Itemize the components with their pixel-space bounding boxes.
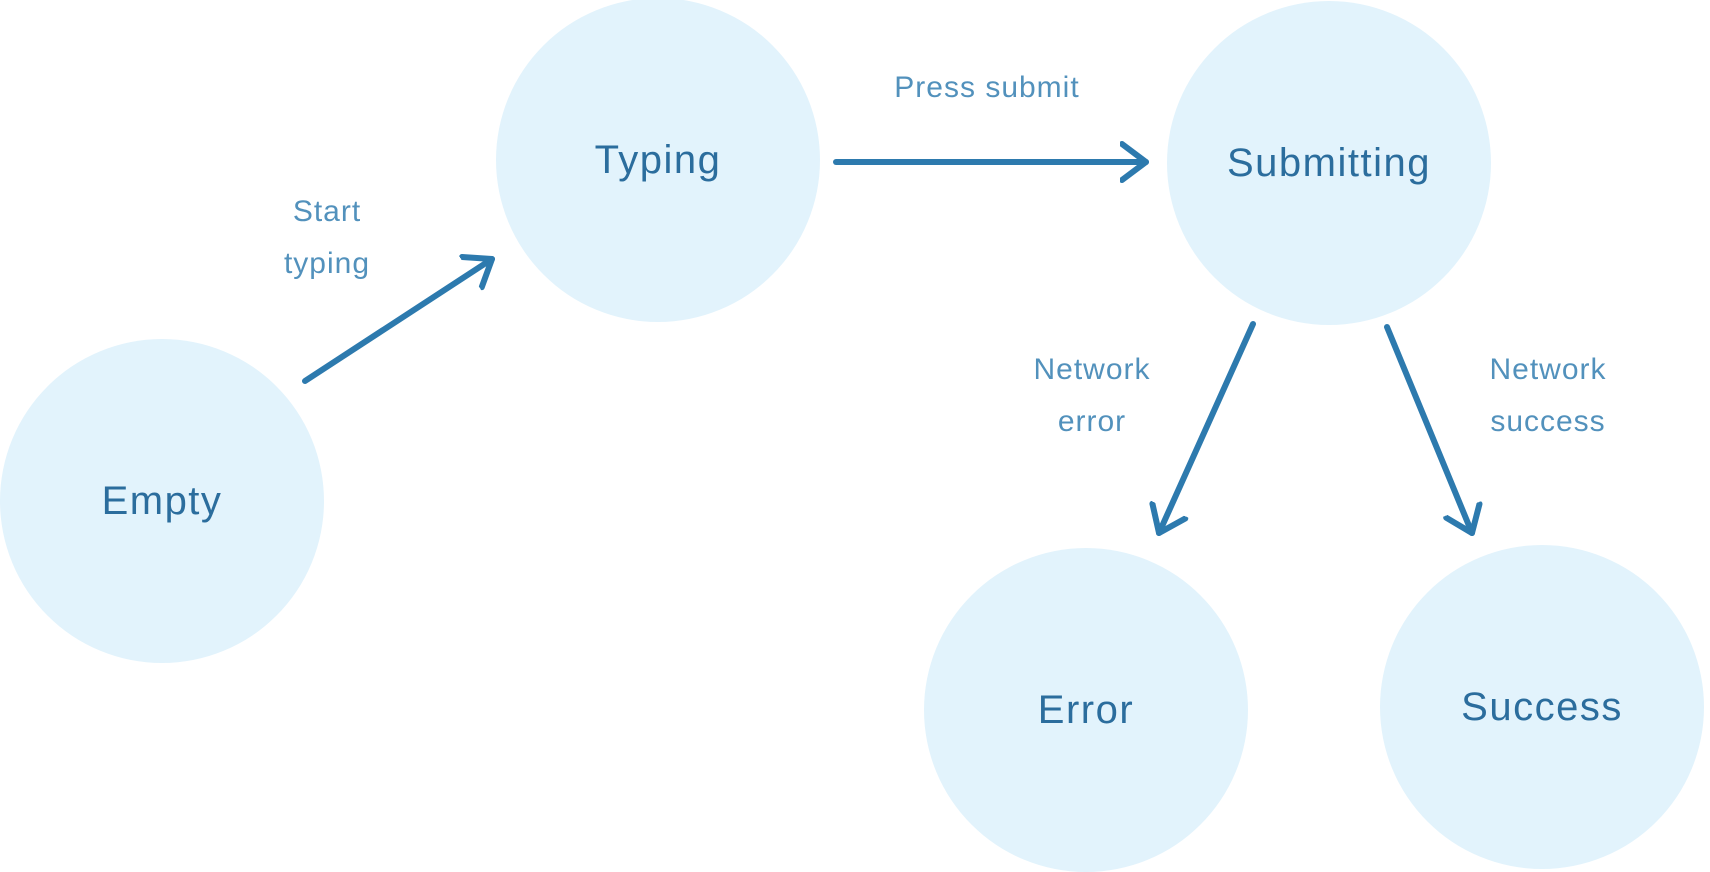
state-node-success: Success xyxy=(1380,545,1704,869)
edge-label-network-success: Network success xyxy=(1489,353,1607,438)
state-node-label: Success xyxy=(1461,684,1623,729)
edge-label-press-submit: Press submit xyxy=(894,71,1080,104)
state-node-empty: Empty xyxy=(0,339,324,663)
state-node-label: Error xyxy=(1037,687,1135,732)
state-node-error: Error xyxy=(924,548,1248,872)
state-node-label: Typing xyxy=(594,137,722,182)
state-node-label: Submitting xyxy=(1227,140,1431,185)
edge-label-start-typing: Start typing xyxy=(283,195,371,280)
edge-label-network-error: Network error xyxy=(1033,353,1151,438)
state-node-label: Empty xyxy=(101,478,223,523)
state-node-typing: Typing xyxy=(496,0,820,322)
state-node-submitting: Submitting xyxy=(1167,1,1491,325)
